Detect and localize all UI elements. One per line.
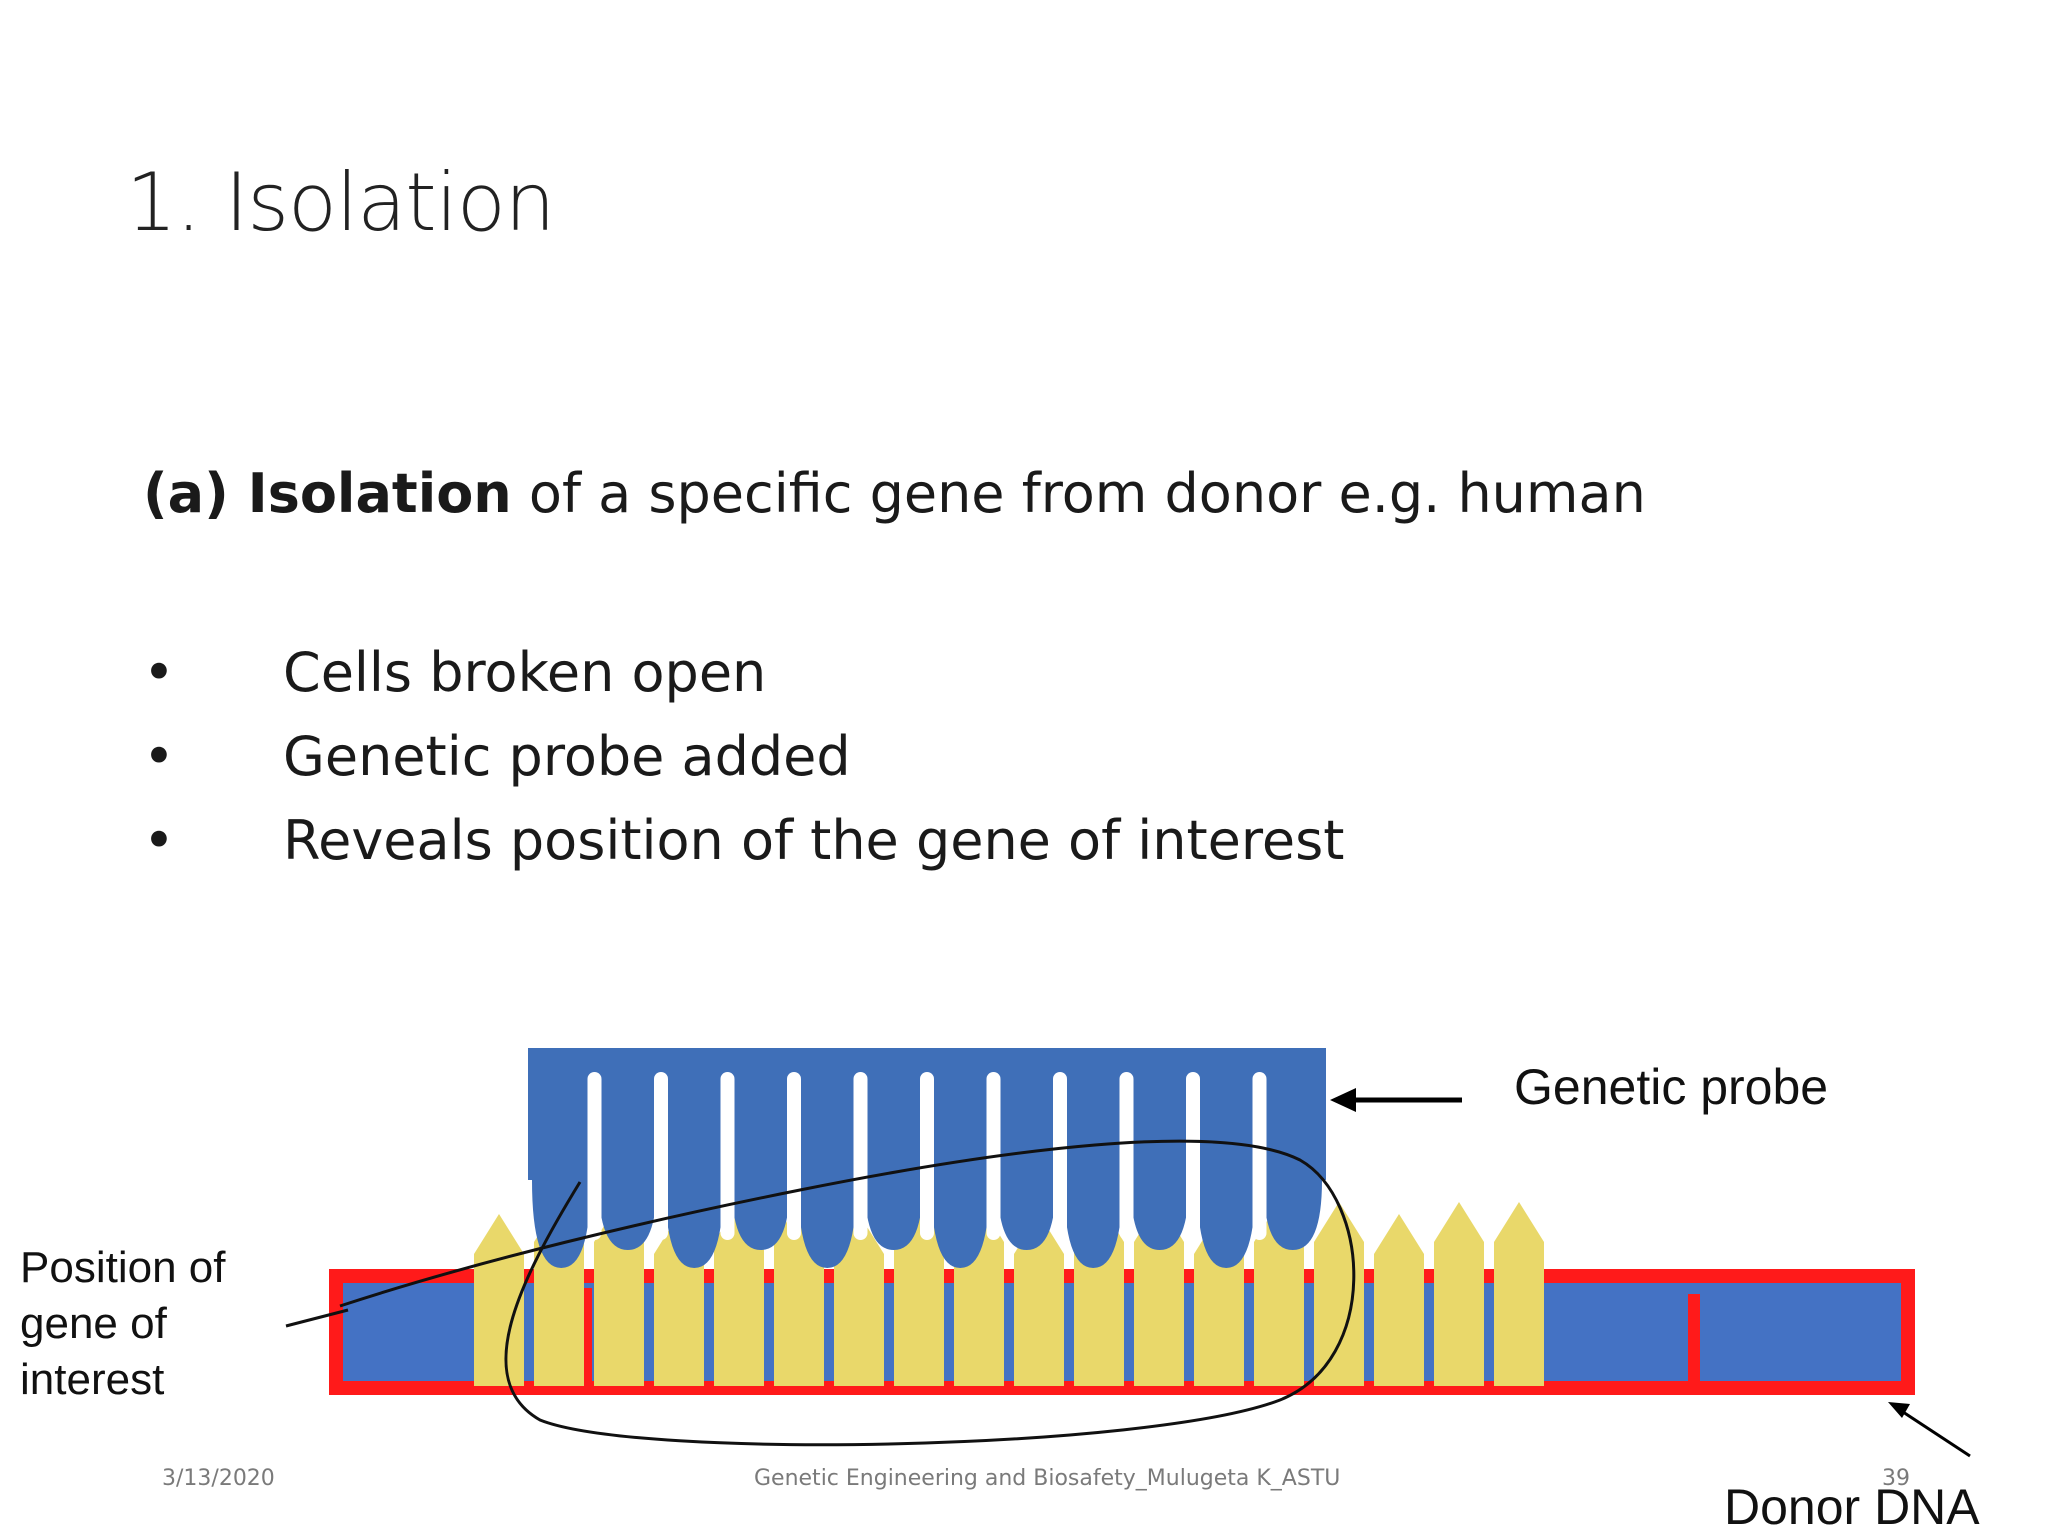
dna-base	[1374, 1214, 1424, 1386]
probe-gap	[1186, 1072, 1200, 1240]
dna-base	[1494, 1202, 1544, 1386]
donor-dna-label: Donor DNA	[1724, 1479, 1980, 1535]
bullet-dot-icon: •	[143, 724, 175, 788]
bullet-dot-icon: •	[143, 640, 175, 704]
annotation-pointer-line	[285, 1308, 349, 1328]
genetic-probe	[528, 1048, 1326, 1268]
probe-gap	[1119, 1072, 1134, 1240]
bullet-item: • Reveals position of the gene of interes…	[143, 798, 1344, 882]
bullet-text: Genetic probe added	[283, 724, 851, 788]
dna-base	[1434, 1202, 1484, 1386]
probe-gap	[654, 1072, 668, 1240]
annotation-loop	[339, 1139, 1356, 1447]
probe-gap	[1053, 1072, 1067, 1240]
position-label-line: interest	[20, 1355, 165, 1404]
footer-title: Genetic Engineering and Biosafety_Muluge…	[754, 1466, 1341, 1491]
dna-base	[894, 1202, 944, 1386]
position-label-line: Position of	[20, 1243, 226, 1292]
probe-arrow-icon	[1330, 1088, 1462, 1112]
slide-title: 1. Isolation	[126, 156, 555, 249]
position-of-gene-label: Position of gene of interest	[20, 1240, 260, 1408]
probe-gap	[720, 1072, 735, 1240]
probe-gap	[587, 1072, 602, 1240]
bullet-item: • Genetic probe added	[143, 714, 1344, 798]
probe-gap	[920, 1072, 934, 1240]
dna-base	[1314, 1202, 1364, 1386]
probe-gaps	[587, 1072, 1267, 1240]
bullet-item: • Cells broken open	[143, 630, 1344, 714]
donor-arrow-icon	[1888, 1402, 1971, 1458]
footer-page-number: 39	[1882, 1466, 1910, 1491]
position-label-line: gene of	[20, 1299, 167, 1348]
dna-red-tick	[584, 1288, 592, 1382]
probe-gap	[853, 1072, 868, 1240]
subtitle-rest: of a specific gene from donor e.g. human	[511, 462, 1646, 525]
dna-red-tick	[1688, 1294, 1700, 1384]
dna-base	[1014, 1214, 1064, 1386]
dna-base	[1134, 1202, 1184, 1386]
bullet-list: •Cells broken open •Genetic probe added …	[143, 630, 1344, 882]
dna-base	[474, 1214, 524, 1386]
probe-gap	[1252, 1072, 1267, 1240]
bullet-text: Reveals position of the gene of interest	[283, 808, 1345, 872]
bullet-dot-icon: •	[143, 808, 175, 872]
dna-base	[714, 1202, 764, 1386]
footer-date: 3/13/2020	[162, 1466, 275, 1491]
bullet-text: Cells broken open	[283, 640, 767, 704]
subtitle-bold: (a) Isolation	[143, 462, 512, 525]
probe-gap	[787, 1072, 801, 1240]
gene-isolation-diagram	[285, 1048, 1971, 1458]
slide-subtitle: (a) Isolation of a specific gene from do…	[143, 462, 1646, 525]
genetic-probe-label: Genetic probe	[1514, 1059, 1829, 1115]
dna-base	[834, 1214, 884, 1386]
